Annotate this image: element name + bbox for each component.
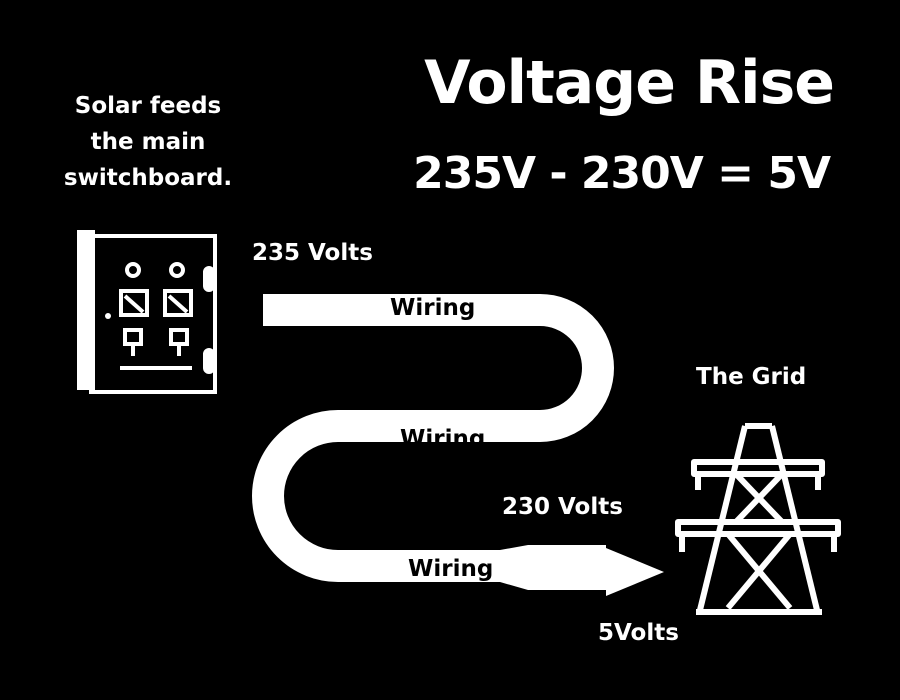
wiring-label: Wiring xyxy=(408,556,494,582)
switchboard-icon xyxy=(77,230,217,394)
label-the-grid: The Grid xyxy=(696,364,807,390)
page-title: Voltage Rise xyxy=(424,48,835,118)
voltage-equation: 235V - 230V = 5V xyxy=(413,148,831,199)
arrow-right-icon xyxy=(606,548,664,596)
wiring-label: Wiring xyxy=(400,426,486,452)
transmission-tower-icon xyxy=(675,423,841,615)
solar-note: Solar feeds the main switchboard. xyxy=(63,93,233,191)
label-5-volts: 5Volts xyxy=(598,620,679,646)
wire-taper xyxy=(500,545,606,590)
label-235-volts: 235 Volts xyxy=(252,240,373,266)
label-230-volts: 230 Volts xyxy=(502,494,623,520)
wiring-path xyxy=(252,294,614,582)
wiring-label: Wiring xyxy=(390,295,476,321)
